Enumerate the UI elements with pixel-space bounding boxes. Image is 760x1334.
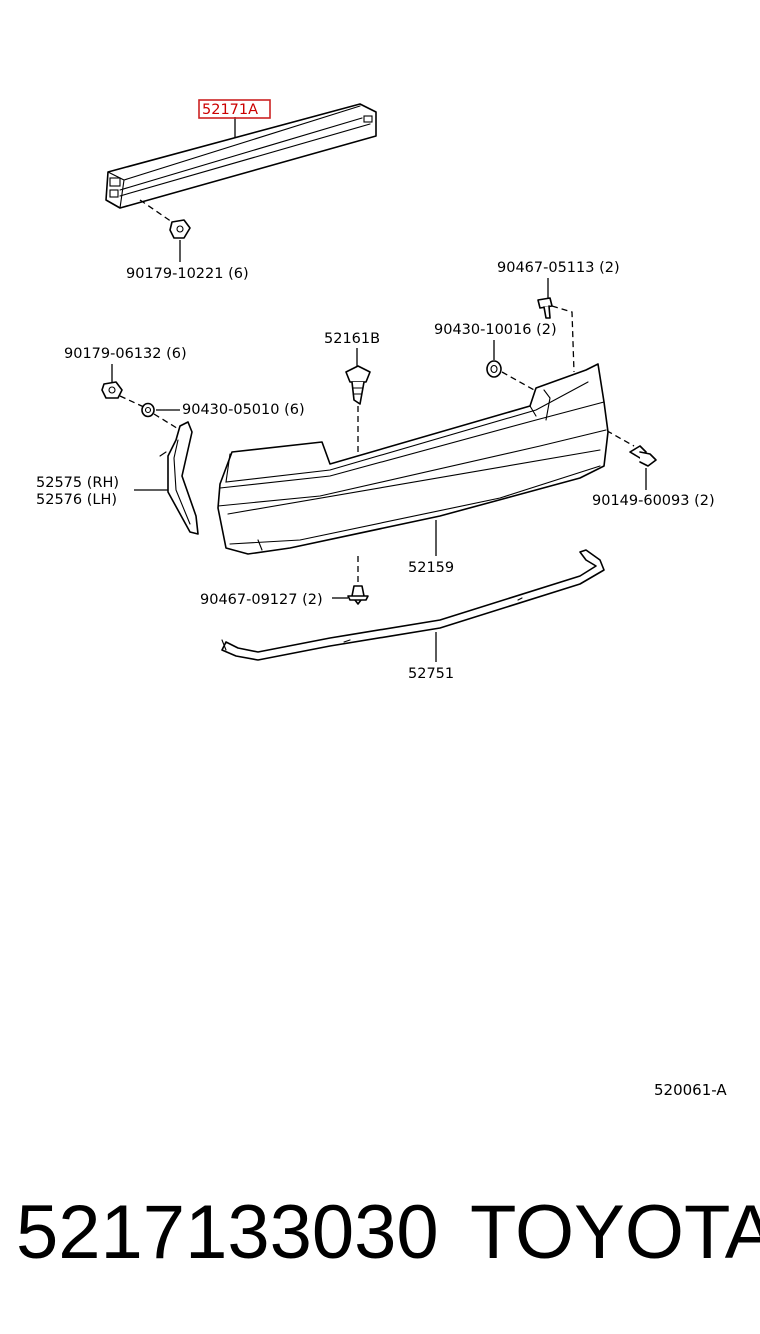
label-90179-06132: 90179-06132 (6): [64, 346, 187, 362]
label-90430-10016: 90430-10016 (2): [434, 322, 557, 338]
washer-90430-05010: [141, 402, 155, 418]
label-52161B: 52161B: [324, 331, 380, 347]
nut-90179-06132: [101, 381, 123, 399]
reinforcement-beam: [105, 103, 377, 209]
highlight-box: [198, 99, 271, 119]
brand-name: TOYOTA: [470, 1190, 760, 1275]
retainer-52161B: [345, 365, 371, 405]
label-52751: 52751: [408, 666, 454, 682]
label-90467-05113: 90467-05113 (2): [497, 260, 620, 276]
part-number: 5217133030: [16, 1190, 439, 1275]
label-90430-05010: 90430-05010 (6): [182, 402, 305, 418]
nut-90179-10221: [169, 219, 191, 239]
reference-code: 520061-A: [654, 1081, 727, 1099]
washer-90430-10016: [486, 360, 502, 378]
side-retainer: [159, 421, 199, 535]
label-90149-60093: 90149-60093 (2): [592, 493, 715, 509]
bumper-cover: [217, 363, 609, 555]
label-52575: 52575 (RH): [36, 475, 119, 491]
label-90467-09127: 90467-09127 (2): [200, 592, 323, 608]
moulding: [221, 549, 605, 661]
label-52159: 52159: [408, 560, 454, 576]
screw-90467-05113: [537, 297, 553, 319]
label-52171A: 52171A: [202, 102, 258, 118]
label-52576: 52576 (LH): [36, 492, 117, 508]
bolt-90149-60093: [629, 445, 657, 467]
clip-90467-09127: [347, 585, 369, 605]
label-90179-10221: 90179-10221 (6): [126, 266, 249, 282]
